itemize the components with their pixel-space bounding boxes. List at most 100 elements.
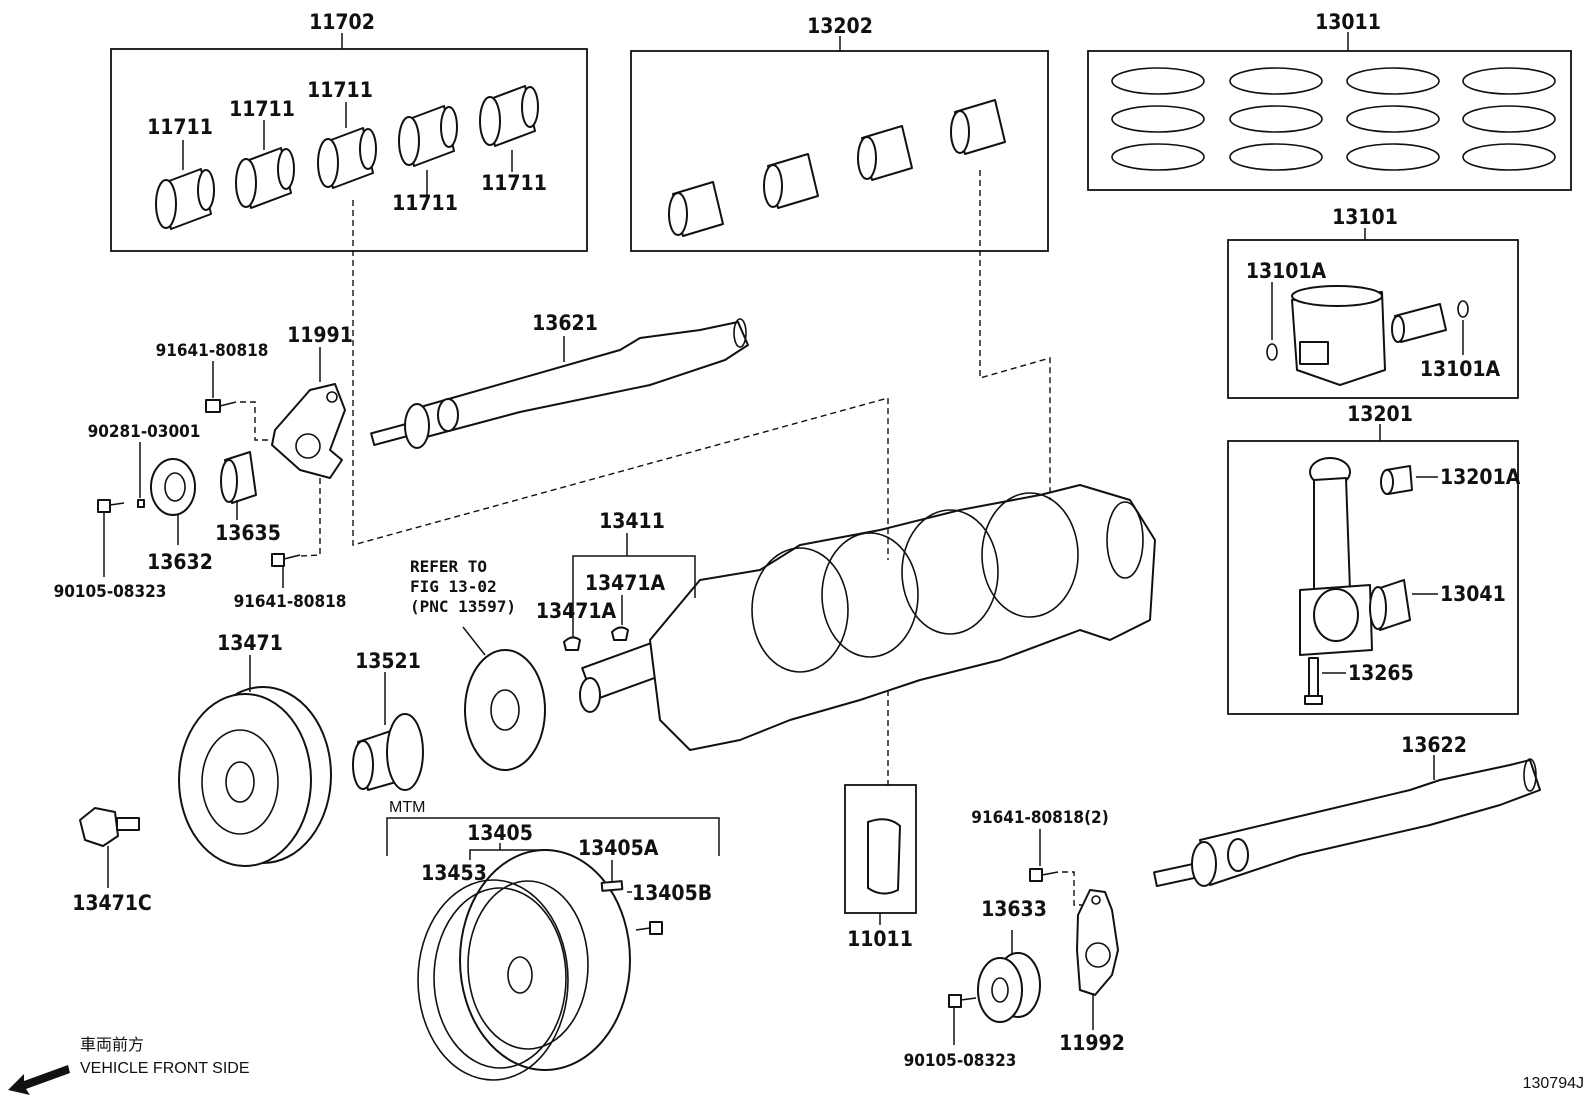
flywheel[interactable] [459,849,631,1071]
bolt-91641-bottom[interactable] [271,553,301,567]
balance-shaft-2[interactable] [1152,758,1541,888]
woodruff-key-2[interactable] [611,626,629,641]
label-13471[interactable]: 13471 [217,631,283,655]
label-13041[interactable]: 13041 [1440,582,1506,606]
woodruff-key-1[interactable] [563,636,581,651]
label-13201[interactable]: 13201 [1347,402,1413,426]
timing-sprocket-ref[interactable] [464,649,546,771]
label-13202[interactable]: 13202 [807,14,873,38]
label-90105-08323-right[interactable]: 90105-08323 [904,1051,1017,1071]
label-13405b[interactable]: 13405B [632,881,712,905]
label-91641-80818-top[interactable]: 91641-80818 [156,341,269,361]
label-13405a[interactable]: 13405A [578,836,659,860]
crank-sprocket-13521[interactable] [352,713,424,791]
label-13632[interactable]: 13632 [147,550,213,574]
rod-bolt[interactable] [1304,657,1323,705]
piston-pin[interactable] [1391,303,1447,343]
connecting-rod[interactable] [1299,457,1373,656]
label-13471c[interactable]: 13471C [72,891,152,915]
rod-bearing-parts [668,99,1006,237]
bolt-90105-left[interactable] [97,499,125,513]
rod-bearing-1[interactable] [668,181,724,237]
main-bearing-5[interactable] [479,85,539,147]
label-11711-e[interactable]: 11711 [481,171,547,195]
main-bearing-2[interactable] [235,147,295,209]
label-13411[interactable]: 13411 [599,509,665,533]
bolt-13405b[interactable] [635,921,663,935]
label-90105-08323-left[interactable]: 90105-08323 [54,582,167,602]
label-13453[interactable]: 13453 [421,861,487,885]
piston-ring-parts [1111,67,1556,171]
rod-bearing-3[interactable] [857,125,913,181]
label-11991[interactable]: 11991 [287,323,353,347]
label-13011[interactable]: 13011 [1315,10,1381,34]
balance-shaft-1[interactable] [370,318,749,449]
label-11711-c[interactable]: 11711 [307,78,373,102]
bolt-91641-top[interactable] [205,399,237,413]
ring-set-3[interactable] [1346,67,1440,171]
label-11711-a[interactable]: 11711 [147,115,213,139]
label-13633[interactable]: 13633 [981,897,1047,921]
label-13265[interactable]: 13265 [1348,661,1414,685]
label-11011[interactable]: 11011 [847,927,913,951]
ring-gear-13453[interactable] [417,879,569,1081]
ring-set-2[interactable] [1229,67,1323,171]
label-13201a[interactable]: 13201A [1440,465,1521,489]
small-end-bushing[interactable] [1380,465,1413,495]
label-13622[interactable]: 13622 [1401,733,1467,757]
direction-japanese: 車両前方 [80,1036,144,1054]
label-90281-03001[interactable]: 90281-03001 [88,422,201,442]
rod-bearing-2[interactable] [763,153,819,209]
piston-ring-set-group: 13011 [1087,10,1572,191]
thrust-washer-11011[interactable] [867,818,901,895]
flywheel-mtm-group: MTM 13405 13453 13405A 13405B [386,799,720,905]
rod-bearing[interactable] [1369,579,1411,631]
pin-90281[interactable] [137,499,145,508]
label-13101[interactable]: 13101 [1332,205,1398,229]
dowel-pin-13405a[interactable] [600,880,624,892]
bolt-90105-right[interactable] [948,994,977,1008]
main-bearing-4[interactable] [398,105,458,167]
ring-set-4[interactable] [1462,67,1556,171]
bolt-91641-right[interactable] [1029,868,1059,882]
piston-group: 13101 [1227,205,1519,399]
front-direction-indicator: 車両前方 VEHICLE FRONT SIDE [8,1036,250,1095]
snap-ring-left[interactable] [1266,343,1278,361]
label-13471a-left[interactable]: 13471A [536,599,617,623]
piston-parts: 13101A 13101A [1246,259,1501,386]
label-13471a-right[interactable]: 13471A [585,571,666,595]
plate-11992[interactable] [1076,889,1119,996]
ref-note-line-2: FIG 13-02 [410,577,497,596]
label-13621[interactable]: 13621 [532,311,598,335]
snap-ring-right[interactable] [1457,300,1469,318]
main-bearing-1[interactable] [155,168,215,230]
spacer-13635[interactable] [220,451,257,504]
label-91641-80818-bottom[interactable]: 91641-80818 [234,592,347,612]
ring-set-1[interactable] [1111,67,1205,171]
label-13405[interactable]: 13405 [467,821,533,845]
bolt-13471c[interactable] [79,807,140,847]
main-bearing-parts: 11711 11711 11711 11711 11711 [147,78,547,230]
gear-13633[interactable] [977,952,1041,1023]
label-13521[interactable]: 13521 [355,649,421,673]
label-13101a-right[interactable]: 13101A [1420,357,1501,381]
label-91641-80818-2[interactable]: 91641-80818(2) [971,808,1108,828]
ref-note-line-1: REFER TO [410,557,487,576]
label-11702[interactable]: 11702 [309,10,375,34]
plate-11991[interactable] [271,383,346,479]
rod-bearing-4[interactable] [950,99,1006,155]
label-13101a-left[interactable]: 13101A [1246,259,1327,283]
label-11711-b[interactable]: 11711 [229,97,295,121]
piston[interactable] [1291,285,1386,386]
gear-13632[interactable] [150,458,196,516]
crankshaft-13411[interactable] [579,484,1156,751]
direction-english: VEHICLE FRONT SIDE [80,1060,250,1077]
label-11711-d[interactable]: 11711 [392,191,458,215]
label-13635[interactable]: 13635 [215,521,281,545]
label-11992[interactable]: 11992 [1059,1031,1125,1055]
crank-pulley-13471[interactable] [178,686,332,867]
ref-note-line-3: (PNC 13597) [410,597,516,616]
main-bearing-3[interactable] [317,127,377,189]
main-bearing-set-group: 11702 [110,10,588,252]
front-arrow-icon [8,1065,70,1095]
